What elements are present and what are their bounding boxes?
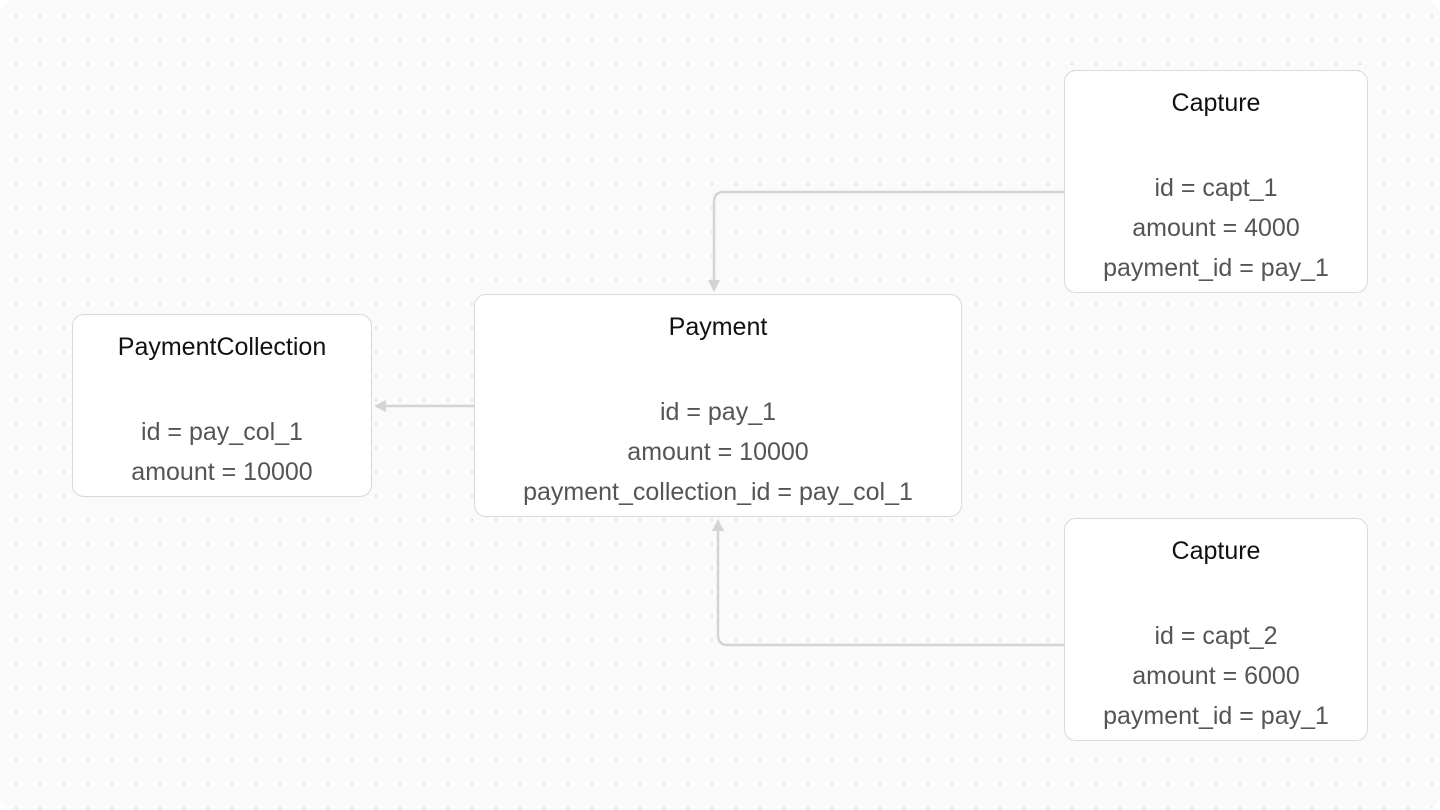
node-field-amount: amount = 6000 bbox=[1132, 662, 1300, 690]
node-title: Capture bbox=[1171, 537, 1261, 565]
node-field-amount: amount = 10000 bbox=[131, 458, 313, 486]
node-field-amount: amount = 4000 bbox=[1132, 214, 1300, 242]
edge-capture-1-to-payment-arrowhead bbox=[708, 280, 720, 292]
edge-payment-to-payment-collection-arrowhead bbox=[374, 400, 386, 412]
node-field-id: id = pay_col_1 bbox=[141, 418, 303, 446]
node-field-id: id = capt_2 bbox=[1154, 622, 1278, 650]
node-field-payment-id: payment_id = pay_1 bbox=[1103, 254, 1329, 282]
node-title: Payment bbox=[668, 313, 768, 341]
node-field-id: id = capt_1 bbox=[1154, 174, 1278, 202]
node-title: PaymentCollection bbox=[117, 333, 327, 361]
payment-node[interactable]: Payment id = pay_1 amount = 10000 paymen… bbox=[474, 294, 962, 517]
capture-node-2[interactable]: Capture id = capt_2 amount = 6000 paymen… bbox=[1064, 518, 1368, 741]
node-field-payment-id: payment_id = pay_1 bbox=[1103, 702, 1329, 730]
edge-capture-2-to-payment bbox=[716, 530, 1064, 647]
node-field-payment-collection-id: payment_collection_id = pay_col_1 bbox=[523, 478, 913, 506]
node-field-id: id = pay_1 bbox=[659, 398, 777, 426]
node-title: Capture bbox=[1171, 89, 1261, 117]
payment-collection-node[interactable]: PaymentCollection id = pay_col_1 amount … bbox=[72, 314, 372, 497]
capture-node-1[interactable]: Capture id = capt_1 amount = 4000 paymen… bbox=[1064, 70, 1368, 293]
node-field-amount: amount = 10000 bbox=[627, 438, 809, 466]
edge-capture-2-to-payment-arrowhead bbox=[712, 519, 724, 531]
edge-capture-1-to-payment bbox=[712, 190, 1064, 282]
